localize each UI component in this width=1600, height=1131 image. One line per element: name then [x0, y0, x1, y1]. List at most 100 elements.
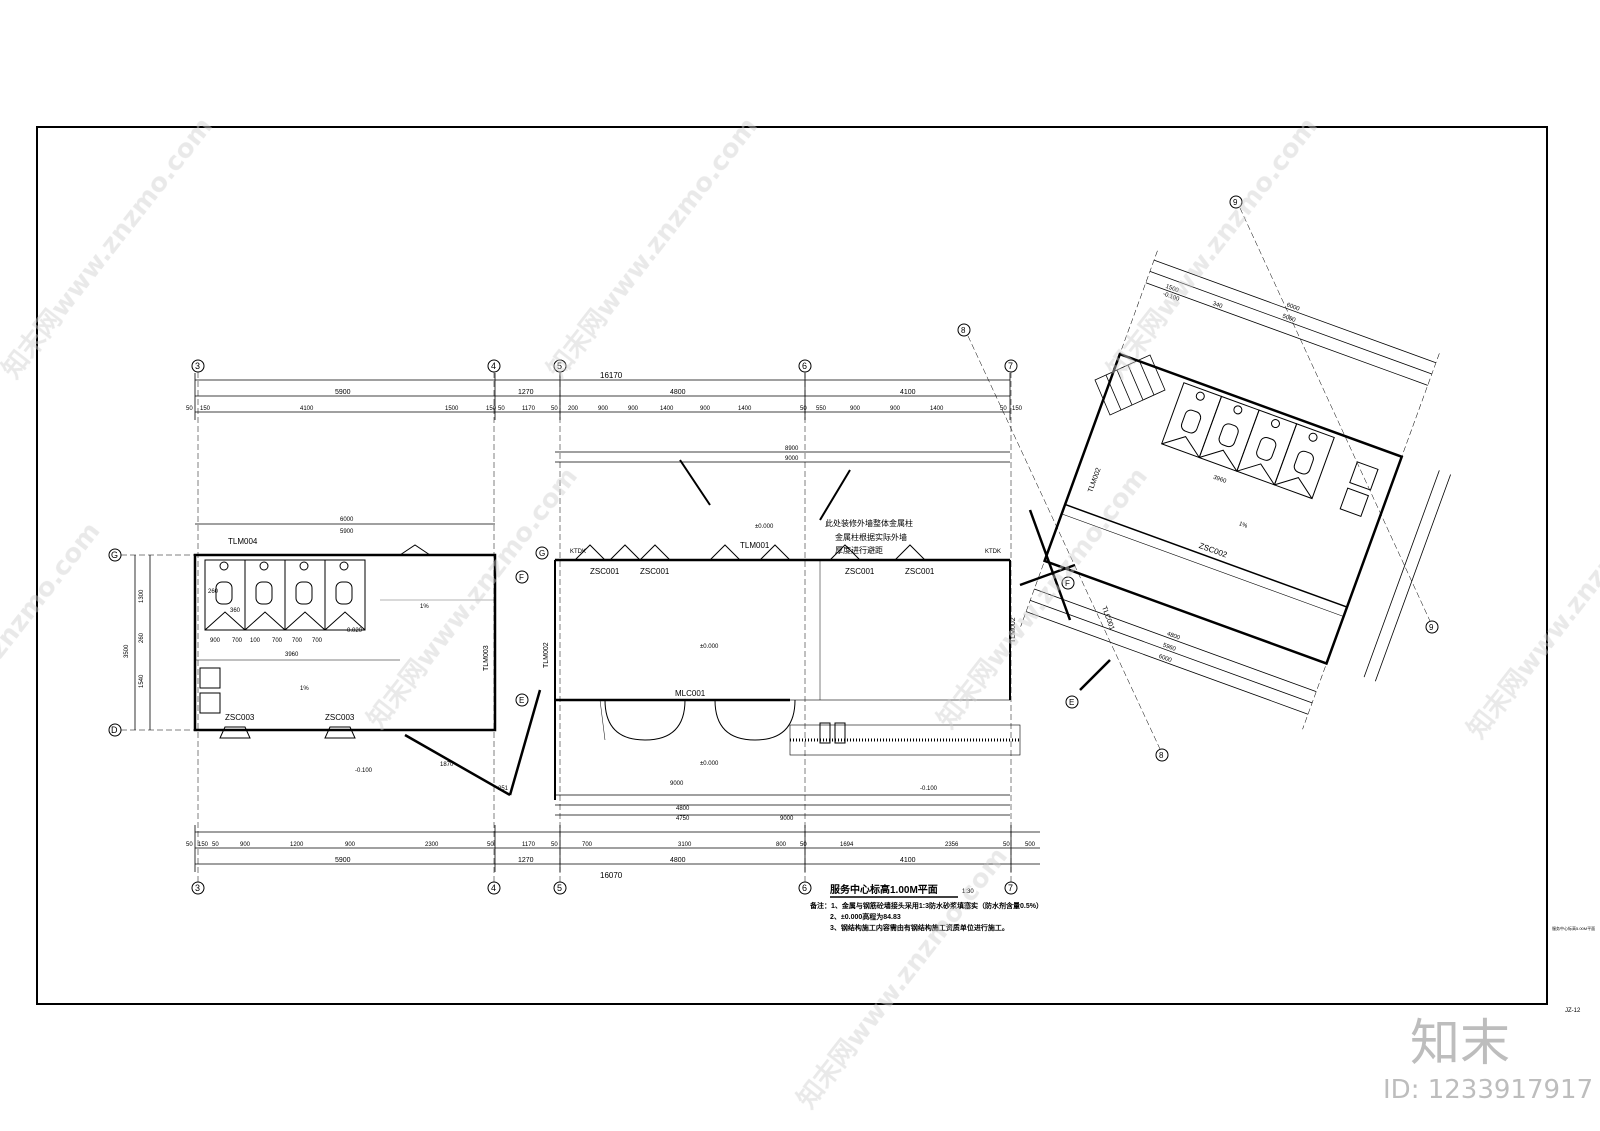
svg-text:知末网www.znzmo.com: 知末网www.znzmo.com [1102, 112, 1324, 384]
door-tlc001: TLC001 [1100, 605, 1115, 631]
svg-text:4: 4 [491, 361, 496, 371]
sheet-border [36, 126, 1548, 1005]
svg-text:700: 700 [582, 842, 593, 848]
title-main: 服务中心标高1.00M平面 [830, 883, 938, 896]
rotated-right-block: 6000 5000 340 1500 4800 5960 6000 3960 Z… [1020, 250, 1451, 730]
svg-text:900: 900 [345, 842, 356, 848]
drawing-notes: 备注：1、金属与钢筋砼墙接头采用1:3防水砂浆填塞实（防水剂含量0.5%） 2、… [809, 901, 1043, 932]
door-mlc001: MLC001 [675, 689, 706, 698]
svg-text:知末网www.znzmo.com: 知末网www.znzmo.com [1462, 472, 1600, 744]
svg-text:1200: 1200 [290, 842, 304, 848]
dim-bottom-3: 4800 [670, 857, 686, 864]
dim-top-1: 5900 [335, 389, 351, 396]
svg-text:知末网www.znzmo.com: 知末网www.znzmo.com [932, 462, 1154, 734]
svg-text:6000: 6000 [1158, 654, 1173, 664]
svg-text:6: 6 [802, 883, 807, 893]
svg-text:3: 3 [195, 883, 200, 893]
svg-text:5: 5 [557, 361, 562, 371]
svg-text:知末网www.znzmo.com: 知末网www.znzmo.com [542, 112, 764, 384]
svg-text:6: 6 [802, 361, 807, 371]
svg-text:ZSC001: ZSC001 [905, 567, 935, 576]
svg-text:1300: 1300 [139, 589, 145, 603]
svg-text:8: 8 [1159, 751, 1164, 760]
svg-text:900: 900 [628, 406, 639, 412]
svg-text:150: 150 [486, 406, 497, 412]
svg-text:±0.000: ±0.000 [700, 644, 719, 650]
svg-text:2300: 2300 [425, 842, 439, 848]
svg-text:340: 340 [1212, 301, 1224, 310]
side-sheet-label: 服务中心标高5.00M平面 [1552, 925, 1595, 931]
rotated-axis-bubbles: 9 8 8 9 [957, 195, 1439, 762]
svg-text:500: 500 [1025, 842, 1036, 848]
drawing-title: 服务中心标高1.00M平面 1:30 [830, 883, 974, 898]
left-toilet-block: 6000 5900 [193, 517, 497, 732]
left-vertical-dims: 3500 1300 260 1540 G D [108, 548, 195, 737]
svg-text:251: 251 [498, 786, 509, 792]
zsc003-windows: ZSC003 ZSC003 [219, 713, 356, 739]
svg-text:1%: 1% [1238, 521, 1249, 530]
svg-text:360: 360 [230, 608, 241, 614]
left-toilet-dims: 900 700 100 700 700 700 3960 1870 251 26… [208, 589, 509, 792]
note-2: 2、±0.000高程为84.83 [830, 912, 901, 921]
axis-bubbles-mid: F E G F E [515, 546, 1079, 709]
svg-text:50: 50 [551, 842, 558, 848]
svg-text:F: F [1065, 579, 1070, 588]
svg-text:150: 150 [198, 842, 209, 848]
svg-text:7: 7 [1008, 361, 1013, 371]
svg-text:D: D [111, 725, 118, 735]
axis-grid-lines [197, 372, 1012, 882]
svg-text:700: 700 [272, 638, 283, 644]
svg-text:E: E [1069, 698, 1074, 707]
svg-text:50: 50 [551, 406, 558, 412]
svg-text:50: 50 [800, 842, 807, 848]
svg-text:700: 700 [292, 638, 303, 644]
svg-text:1400: 1400 [660, 406, 674, 412]
svg-text:260: 260 [208, 589, 219, 595]
svg-text:900: 900 [850, 406, 861, 412]
svg-text:-0.100: -0.100 [1162, 291, 1181, 303]
top-dim-row2: 50 150 4100 1500 150 50 1170 50 200 900 … [186, 406, 1023, 412]
svg-text:1170: 1170 [522, 842, 536, 848]
svg-text:9000: 9000 [780, 816, 794, 822]
door-tlm003: TLM003 [483, 645, 490, 671]
dim-bottom-1: 5900 [335, 857, 351, 864]
svg-text:7: 7 [1008, 883, 1013, 893]
zsc001-windows: ZSC001 ZSC001 ZSC001 ZSC001 TLM001 KTDK … [570, 541, 1001, 576]
svg-text:知末网www.znzmo.com: 知末网www.znzmo.com [792, 842, 1014, 1114]
title-scale: 1:30 [962, 889, 974, 895]
svg-text:金属柱根据实际外墙: 金属柱根据实际外墙 [835, 532, 907, 542]
annotation-metal-column: 此处装修外墙整体金属柱 金属柱根据实际外墙 厚度进行避距 [825, 518, 913, 555]
svg-text:4800: 4800 [676, 806, 690, 812]
sheet-number: JZ-12 [1565, 1008, 1581, 1014]
svg-text:9: 9 [1429, 623, 1434, 632]
svg-text:5: 5 [557, 883, 562, 893]
svg-text:ZSC003: ZSC003 [325, 713, 355, 722]
left-ramp [404, 689, 542, 797]
svg-text:3100: 3100 [678, 842, 692, 848]
dim-total-top: 16170 [600, 371, 623, 380]
note-3: 3、钢结构施工内容需由有钢结构施工资质单位进行施工。 [830, 923, 1009, 932]
right-connector [1019, 509, 1111, 691]
svg-text:ZSC003: ZSC003 [225, 713, 255, 722]
svg-text:4100: 4100 [300, 406, 314, 412]
svg-text:50: 50 [186, 842, 193, 848]
hall-levels: ±0.000 ±0.000 ±0.000 -0.100 [700, 524, 938, 792]
svg-text:ZSC002: ZSC002 [1198, 541, 1229, 560]
note-1: 备注：1、金属与钢筋砼墙接头采用1:3防水砂浆填塞实（防水剂含量0.5%） [809, 901, 1043, 910]
svg-text:G: G [539, 549, 545, 558]
slope-2: 1% [420, 604, 429, 610]
svg-text:200: 200 [568, 406, 579, 412]
svg-text:4750: 4750 [676, 816, 690, 822]
svg-text:知末网www.znzmo.com: 知末网www.znzmo.com [0, 112, 219, 384]
door-tlm002-b: TLM002 [1010, 617, 1017, 643]
svg-text:9000: 9000 [670, 781, 684, 787]
svg-text:KTDK: KTDK [570, 549, 586, 555]
svg-text:50: 50 [1000, 406, 1007, 412]
svg-text:900: 900 [210, 638, 221, 644]
dim-top-2: 1270 [518, 389, 534, 396]
svg-text:100: 100 [250, 638, 261, 644]
svg-text:ZSC001: ZSC001 [640, 567, 670, 576]
svg-text:4: 4 [491, 883, 496, 893]
svg-text:6000: 6000 [1286, 302, 1301, 312]
